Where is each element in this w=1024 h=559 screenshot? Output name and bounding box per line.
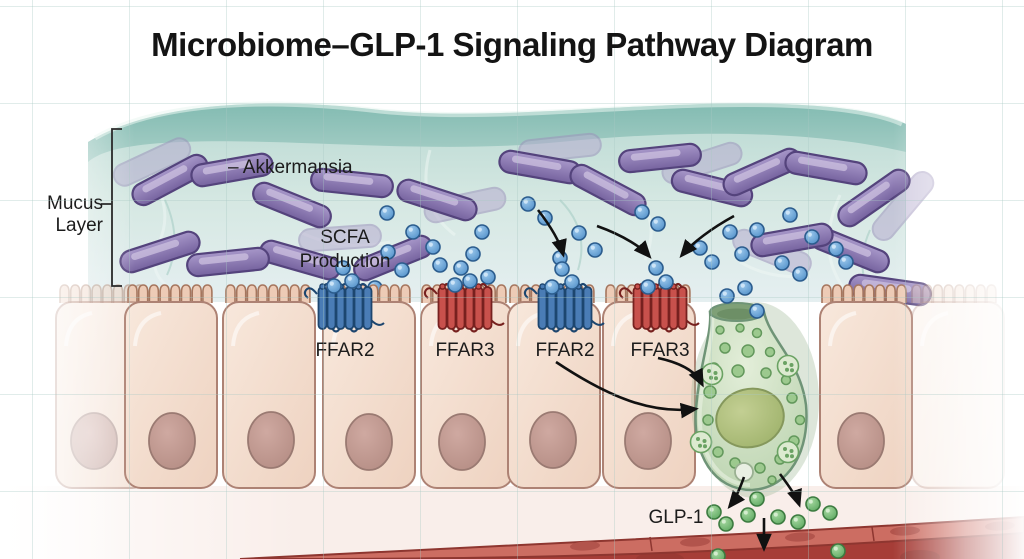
arrow-scfa-to-ffar3-right — [679, 214, 735, 258]
left-fade — [0, 0, 135, 559]
arrow-glp1-release-right — [778, 473, 802, 508]
scfa-label-line1: SCFA — [320, 227, 370, 248]
scfa-label-line2: Production — [300, 251, 391, 272]
ffar3-label: FFAR3 — [630, 340, 689, 361]
glp1-label: GLP-1 — [649, 507, 704, 528]
arrow-ffar3-to-lcell — [657, 356, 704, 388]
right-fade — [893, 0, 1024, 559]
arrow-glp1-release-left — [727, 476, 746, 510]
arrow-ffar2-to-lcell — [555, 360, 699, 419]
arrow-scfa-to-ffar3 — [596, 224, 652, 259]
flow-arrows — [536, 209, 802, 552]
exocytosis-vesicle — [734, 462, 754, 482]
ffar3-label: FFAR3 — [435, 340, 494, 361]
mucus-layer-label-line2: Layer — [55, 215, 103, 236]
akkermansia-label: – Akkermansia — [228, 157, 353, 178]
mucus-layer-label-line1: Mucus — [47, 193, 103, 214]
mucus-layer-bracket — [101, 128, 122, 287]
ffar2-label: FFAR2 — [535, 340, 594, 361]
l-cell — [689, 288, 819, 498]
epithelial-cells-row — [54, 300, 1006, 490]
arrow-scfa-to-ffar2 — [536, 209, 567, 258]
diagram-title: Microbiome–GLP-1 Signaling Pathway Diagr… — [151, 26, 873, 63]
ffar2-label: FFAR2 — [315, 340, 374, 361]
